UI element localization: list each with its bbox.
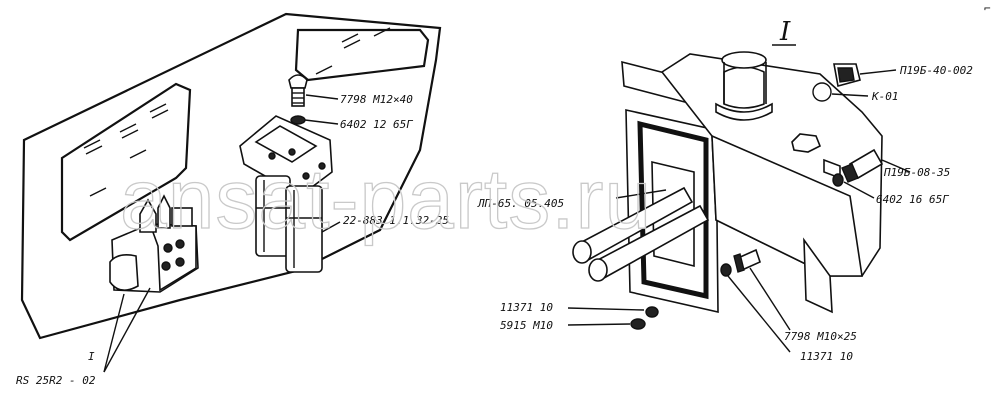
filter-assembly	[239, 115, 333, 273]
label-washer-11371-b: 11371 10	[800, 350, 853, 363]
label-valve: RS 25R2 - 02	[16, 374, 96, 387]
label-gasket: ЛП-65. 05.405	[477, 197, 564, 210]
fitting-top	[812, 63, 861, 102]
tank-body	[660, 51, 883, 314]
bolt-m10x25	[720, 248, 761, 277]
label-fitting-mid: П19Б-08-35	[883, 166, 950, 179]
bolt-m12x40	[288, 74, 308, 107]
label-fitting-top: П19Б-40-002	[899, 64, 973, 77]
rear-window	[60, 82, 192, 242]
watermark-text: ansat-parts.ru	[120, 152, 652, 246]
right-assembly: I ⌐	[477, 2, 991, 363]
label-washer-6402-16: 6402 16 65Г	[876, 193, 949, 206]
section-marker: I	[779, 17, 791, 47]
label-washer-6402-12: 6402 12 65Г	[340, 118, 413, 131]
fitting-mid	[832, 148, 884, 187]
washer-11371-a	[645, 306, 659, 318]
label-nut-5915: 5915 M10	[500, 319, 553, 332]
label-filter: 22-883 1.1.32-25	[343, 214, 449, 227]
label-bolt-m10: 7798 M10×25	[784, 330, 857, 343]
upper-window-glare	[315, 27, 391, 75]
valve-block	[109, 194, 199, 293]
label-bolt-m12: 7798 M12×40	[340, 93, 413, 106]
upper-window	[294, 28, 430, 82]
left-assembly: 7798 M12×40 6402 12 65Г 22-883 1.1.32-25…	[16, 12, 449, 387]
pipes	[572, 186, 710, 282]
left-leaders	[103, 94, 341, 373]
nut-5915	[630, 318, 646, 330]
corner-mark: ⌐	[984, 2, 991, 15]
cab-wall	[20, 12, 442, 340]
label-marker-left: I	[88, 350, 95, 363]
label-ring: К-01	[871, 90, 899, 103]
label-washer-11371-a: 11371 10	[500, 301, 553, 314]
right-leaders	[567, 69, 911, 353]
window-glare	[83, 103, 169, 197]
